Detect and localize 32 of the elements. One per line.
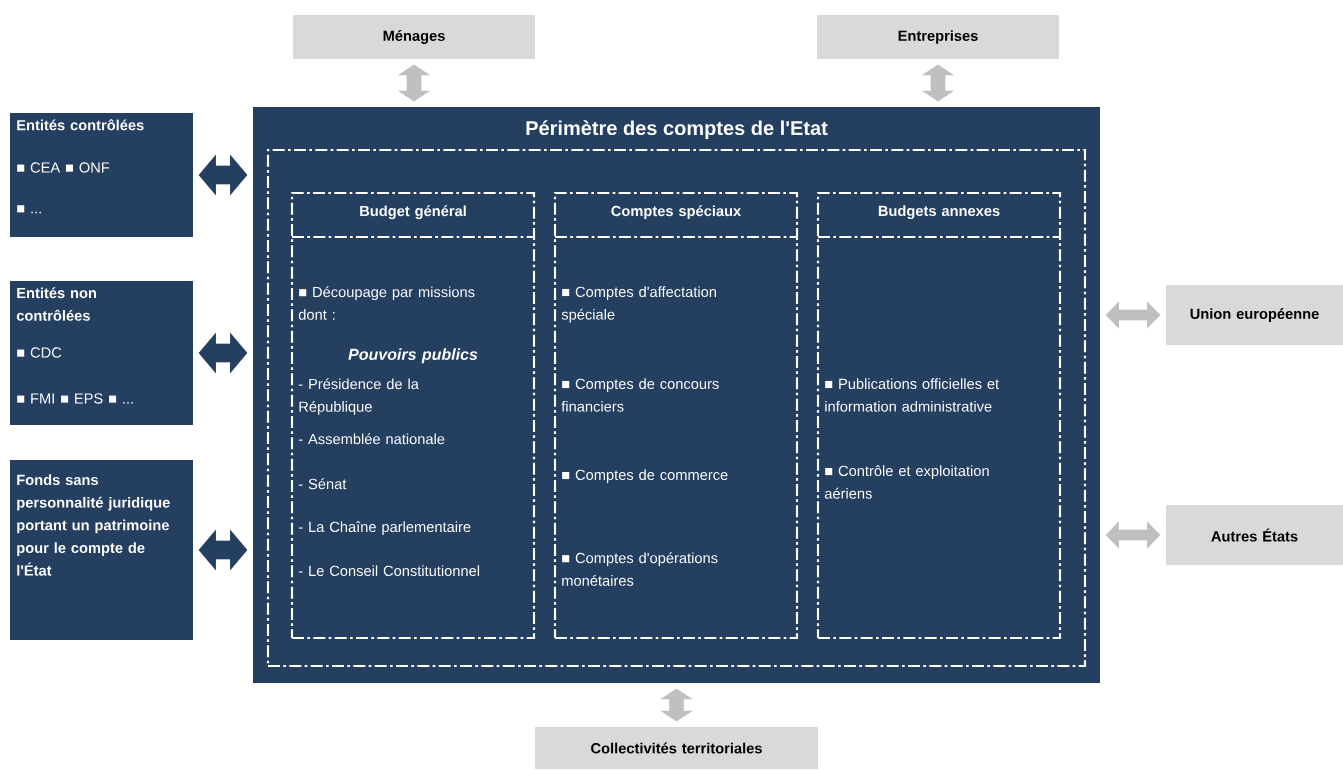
entity-box: Union européenne	[1166, 285, 1343, 345]
list-item: - La Chaîne parlementaire	[298, 521, 471, 535]
heading: Entités non contrôlées	[16, 287, 97, 321]
list-item: ■ Découpage par missions dont :	[298, 286, 475, 320]
heading: Budget général	[360, 205, 466, 220]
heading: Fonds sans personnalité juridique portant un patrimoine pour le compte de l'État	[17, 474, 170, 576]
list-item: - Assemblée nationale	[298, 433, 445, 445]
list-item: - Sénat	[298, 478, 347, 490]
list-item: - Présidence de la République	[298, 378, 419, 415]
list-item: ■ CDC	[17, 347, 62, 358]
list-item: - Le Conseil Constitutionnel	[298, 565, 480, 577]
entity-box: Ménages	[293, 15, 535, 59]
heading: Entités contrôlées	[17, 119, 144, 131]
double-arrow	[921, 64, 955, 102]
double-arrow	[660, 688, 693, 722]
list-item: ■ Comptes d'affectation spéciale	[561, 286, 716, 323]
list-item: ■ CEA ■ ONF	[17, 162, 110, 173]
list-item: ■ Comptes d'opérations monétaires	[562, 552, 718, 586]
list-item: ■ Publications officielles et information administrative	[825, 378, 999, 412]
list-item: ■ FMI ■ EPS ■ ...	[17, 393, 133, 404]
entity-box: Entreprises	[817, 15, 1059, 59]
list-item: ■ Comptes de commerce	[562, 469, 728, 483]
entity-box: Collectivités territoriales	[535, 727, 818, 769]
entity-box: Autres États	[1166, 505, 1343, 565]
subheading: Pouvoirs publics	[348, 348, 478, 364]
double-arrow	[397, 64, 431, 102]
list-item: ■ Comptes de concours financiers	[561, 378, 719, 412]
list-item: ■ Contrôle et exploitation aériens	[824, 465, 989, 499]
list-item: ■ ...	[17, 205, 41, 214]
heading: Budgets annexes	[878, 205, 1000, 219]
title: Périmètre des comptes de l'Etat	[526, 120, 828, 140]
heading: Comptes spéciaux	[611, 205, 742, 220]
